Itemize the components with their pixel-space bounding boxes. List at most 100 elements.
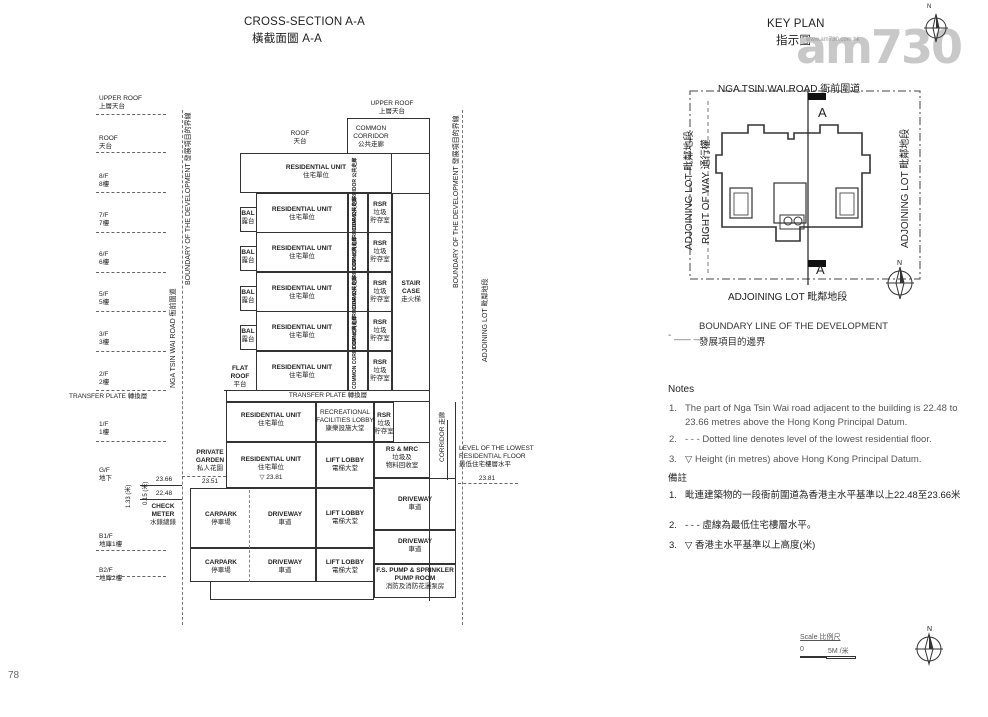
note-text: The part of Nga Tsin Wai road adjacent t…	[685, 403, 958, 428]
note-number: 2.	[669, 520, 677, 531]
watermark-url: www.am730.com.hk	[806, 37, 860, 43]
lowest-floor-dotted	[182, 476, 226, 477]
boundary-legend-zh: 發展項目的邊界	[699, 337, 766, 348]
adjoining-lot-right: ADJOINING LOT 毗鄰地段	[900, 128, 911, 248]
scale-bar-fill	[800, 656, 826, 658]
recreational-lobby	[316, 402, 374, 442]
lowest-floor-line	[458, 483, 518, 484]
rsr-1f	[374, 402, 394, 442]
note-number: 3.	[669, 454, 677, 465]
note-text: ▽ Height (in metres) above Hong Kong Pri…	[685, 454, 922, 465]
balcony	[240, 207, 256, 232]
section-mark-bottom: A	[816, 262, 825, 277]
boundary-line-right	[462, 110, 463, 625]
note-text: - - - 虛線為最低住宅樓層水平。	[685, 520, 817, 531]
section-mark-top: A	[818, 105, 827, 120]
residential-unit-8f	[240, 153, 392, 193]
level-line	[96, 152, 166, 153]
corridor-wall	[455, 402, 456, 500]
level-line	[96, 351, 166, 352]
note-number: 1.	[669, 403, 677, 414]
key-plan-title-zh: 指示圖	[776, 35, 812, 47]
height-marker-road2: 22.48	[155, 490, 173, 497]
note-number: 1.	[669, 490, 677, 501]
driveway-b1	[374, 478, 456, 530]
scale-bar-empty	[826, 656, 856, 659]
residential-unit-gf	[226, 442, 316, 488]
common-corridor	[348, 311, 368, 351]
scale-label: Scale 比例尺	[800, 634, 841, 641]
level-line	[96, 232, 166, 233]
level-line	[96, 311, 166, 312]
transfer-plate-label: TRANSFER PLATE 轉換層	[288, 392, 368, 399]
adjoining-lot-label: ADJOINING LOT 毗鄰地段	[482, 278, 489, 363]
carpark-divider	[249, 550, 250, 582]
boundary-legend-symbol: - ___ _	[668, 330, 700, 341]
adjoining-lot-bottom: ADJOINING LOT 毗鄰地段	[728, 292, 848, 303]
height-marker-right: 23.81	[478, 475, 496, 482]
road-top-label: NGA TSIN WAI ROAD 衙前圍道	[718, 84, 861, 95]
balcony	[240, 286, 256, 311]
level-line	[96, 272, 166, 273]
note-text: ▽ 香港主水平基準以上高度(米)	[685, 540, 816, 551]
rs-mrc	[374, 442, 430, 478]
lift-lobby-b2	[316, 548, 374, 582]
note-text: 毗連建築物的一段衙前圍道為香港主水平基準以上22.48至23.66米	[685, 490, 961, 501]
scale-five: 5M /米	[828, 648, 849, 655]
watermark-logo: am730	[796, 20, 963, 74]
level-label: TRANSFER PLATE 轉換層	[69, 393, 148, 400]
foundation	[210, 582, 374, 600]
road-level-2	[140, 499, 182, 500]
building-edge	[347, 118, 348, 154]
boundary-line	[689, 90, 921, 280]
height-marker-road1: 23.66	[155, 476, 173, 483]
corridor-label: CORRIDOR 走廊	[439, 411, 446, 462]
common-corridor	[348, 232, 368, 272]
key-plan-drawing	[689, 90, 921, 300]
level-line	[96, 192, 166, 193]
north-arrow-icon	[924, 13, 948, 43]
page-number: 78	[8, 670, 20, 681]
key-plan-title: KEY PLAN	[767, 18, 825, 30]
carpark-b1	[190, 488, 316, 548]
note-text: - - - Dotted line denotes level of the l…	[685, 434, 932, 445]
driveway-b1b	[374, 530, 456, 564]
boundary-label-left: BOUNDARY OF THE DEVELOPMENT 發展項目的界線	[185, 112, 192, 285]
corridor-wall	[447, 420, 448, 480]
